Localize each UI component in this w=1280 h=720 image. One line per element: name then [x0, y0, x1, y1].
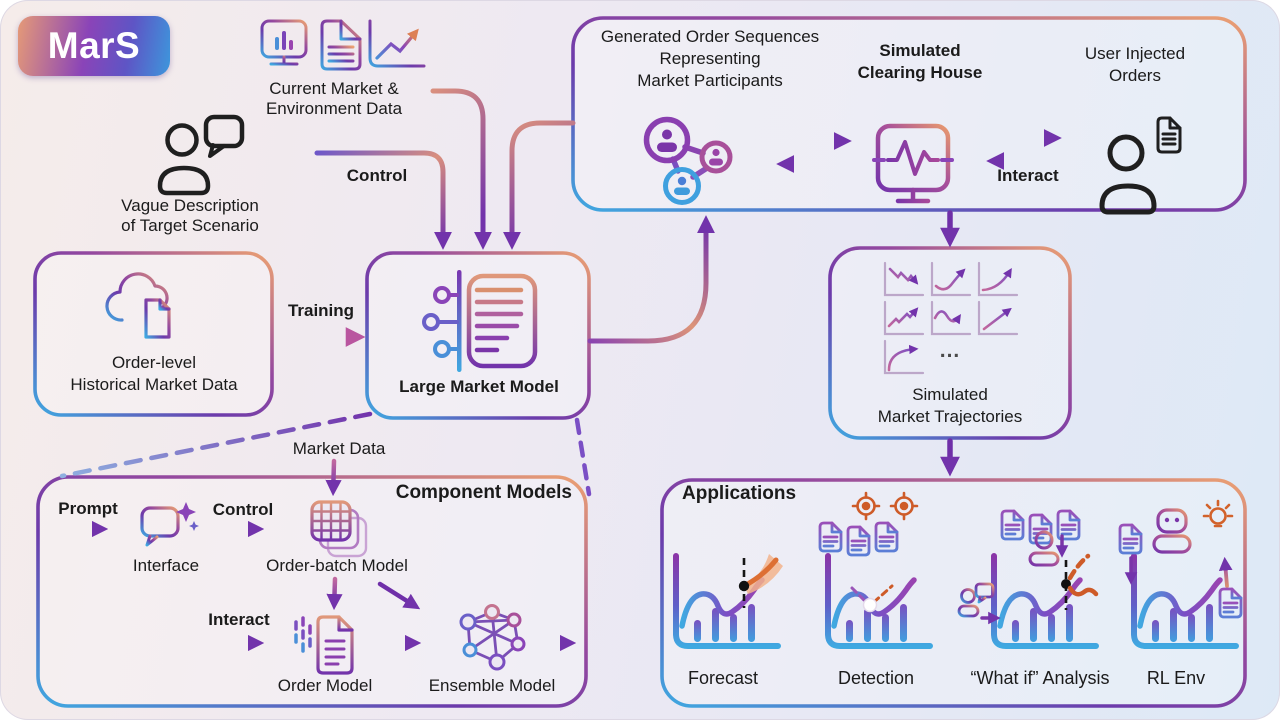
line-lmm-to-clearing: [587, 215, 715, 344]
whatif-chart-icon: [957, 509, 1096, 646]
market-data-flow-label: Market Data: [292, 439, 386, 458]
applications-title: Applications: [682, 483, 797, 504]
order-model-doc-icon: [294, 615, 354, 675]
vague-description-line1: Vague Description: [121, 196, 259, 215]
current-market-env-line1: Current Market &: [269, 79, 399, 98]
component-models-title: Component Models: [395, 482, 572, 503]
mars-logo-text: MarS: [47, 25, 141, 66]
historical-data-label: Order-level Historical Market Data: [41, 352, 267, 396]
participants-network-icon: [643, 116, 733, 205]
trajectories-line1: Simulated: [912, 385, 988, 404]
dashed-expand-left: [59, 411, 373, 479]
whatif-user-speech-icon: [957, 582, 995, 618]
user-injected-line1: User Injected: [1084, 44, 1186, 63]
clearing-house-title: Simulated Clearing House: [826, 40, 1014, 84]
chat-interface-icon: [140, 502, 199, 547]
environment-doc-icon: [320, 19, 362, 71]
arrow-batch-to-ensemble: [377, 581, 421, 610]
connectors: [59, 88, 960, 497]
target-icon: [851, 491, 919, 521]
clearing-house-box: [571, 16, 1247, 212]
app-forecast-label: Forecast: [687, 668, 759, 688]
applications-box: [660, 478, 1247, 708]
trajectories-label: Simulated Market Trajectories: [838, 384, 1062, 428]
whatif-person-icon: [1028, 530, 1060, 567]
ensemble-model-label: Ensemble Model: [428, 676, 556, 695]
historical-line1: Order-level: [111, 353, 197, 372]
user-injected-line2: Orders: [1109, 66, 1161, 85]
app-whatif-label: “What if” Analysis: [970, 668, 1110, 688]
user-injected-label: User Injected Orders: [1041, 43, 1229, 87]
trajectory-tiles-icon: [883, 261, 1019, 375]
forecast-chart-icon: [676, 554, 783, 646]
detection-chart-icon: [818, 491, 930, 646]
order-batch-label: Order-batch Model: [266, 556, 408, 575]
historical-line2: Historical Market Data: [70, 375, 238, 394]
arrow-market-data: [325, 458, 342, 497]
current-market-env-line2: Environment Data: [265, 99, 403, 118]
line-clearing-to-lmm: [503, 120, 576, 250]
cloud-data-icon: [105, 272, 171, 339]
idea-bulb-icon: [1202, 499, 1234, 528]
market-monitor-icon: [260, 19, 308, 66]
historical-data-box: [33, 251, 274, 417]
control-flow-label: Control: [346, 166, 408, 185]
order-batch-grid-icon: [310, 500, 368, 558]
clearing-house-monitor-icon: [872, 123, 954, 204]
market-chart-icon: [368, 19, 426, 68]
interact-clearing-label: Interact: [997, 166, 1059, 185]
prompt-label: Prompt: [58, 499, 118, 518]
vague-description-label: Vague Description of Target Scenario: [86, 196, 294, 236]
clearing-title-line1: Simulated: [879, 41, 961, 60]
rl-env-chart-icon: [1118, 499, 1243, 646]
clearing-flow-arrows-left: [772, 132, 856, 173]
control-components-label: Control: [212, 500, 274, 519]
app-detection-label: Detection: [837, 668, 915, 688]
trajectories-ellipsis: ...: [939, 339, 961, 362]
app-rlenv-label: RL Env: [1146, 668, 1206, 688]
large-market-model-icon: [422, 270, 538, 372]
ensemble-network-icon: [459, 604, 526, 671]
training-flow-label: Training: [287, 301, 355, 320]
interface-label: Interface: [132, 556, 200, 575]
robot-icon: [1152, 508, 1192, 554]
generated-orders-label: Generated Order Sequences Representing M…: [580, 26, 840, 92]
generated-orders-line1: Generated Order Sequences: [600, 27, 820, 46]
interact-components-label: Interact: [208, 610, 270, 629]
clearing-title-line2: Clearing House: [857, 63, 983, 82]
large-market-model-label: Large Market Model: [399, 377, 559, 396]
vague-description-line2: of Target Scenario: [121, 216, 259, 235]
dashed-expand-right: [574, 417, 592, 497]
generated-orders-line3: Market Participants: [637, 71, 783, 90]
order-model-label: Order Model: [277, 676, 373, 695]
user-orders-icon: [1099, 116, 1182, 215]
clearing-flow-arrows-right: [982, 129, 1066, 170]
generated-orders-line2: Representing: [659, 49, 761, 68]
person-speech-icon: [157, 114, 245, 196]
arrow-batch-to-order: [326, 576, 343, 611]
mars-logo: MarS: [18, 16, 170, 76]
line-control-to-lmm: [314, 150, 452, 250]
component-arrows: [59, 520, 577, 652]
trajectories-line2: Market Trajectories: [877, 407, 1023, 426]
line-envdata-to-lmm: [430, 88, 492, 250]
current-market-env-label: Current Market & Environment Data: [230, 79, 438, 119]
